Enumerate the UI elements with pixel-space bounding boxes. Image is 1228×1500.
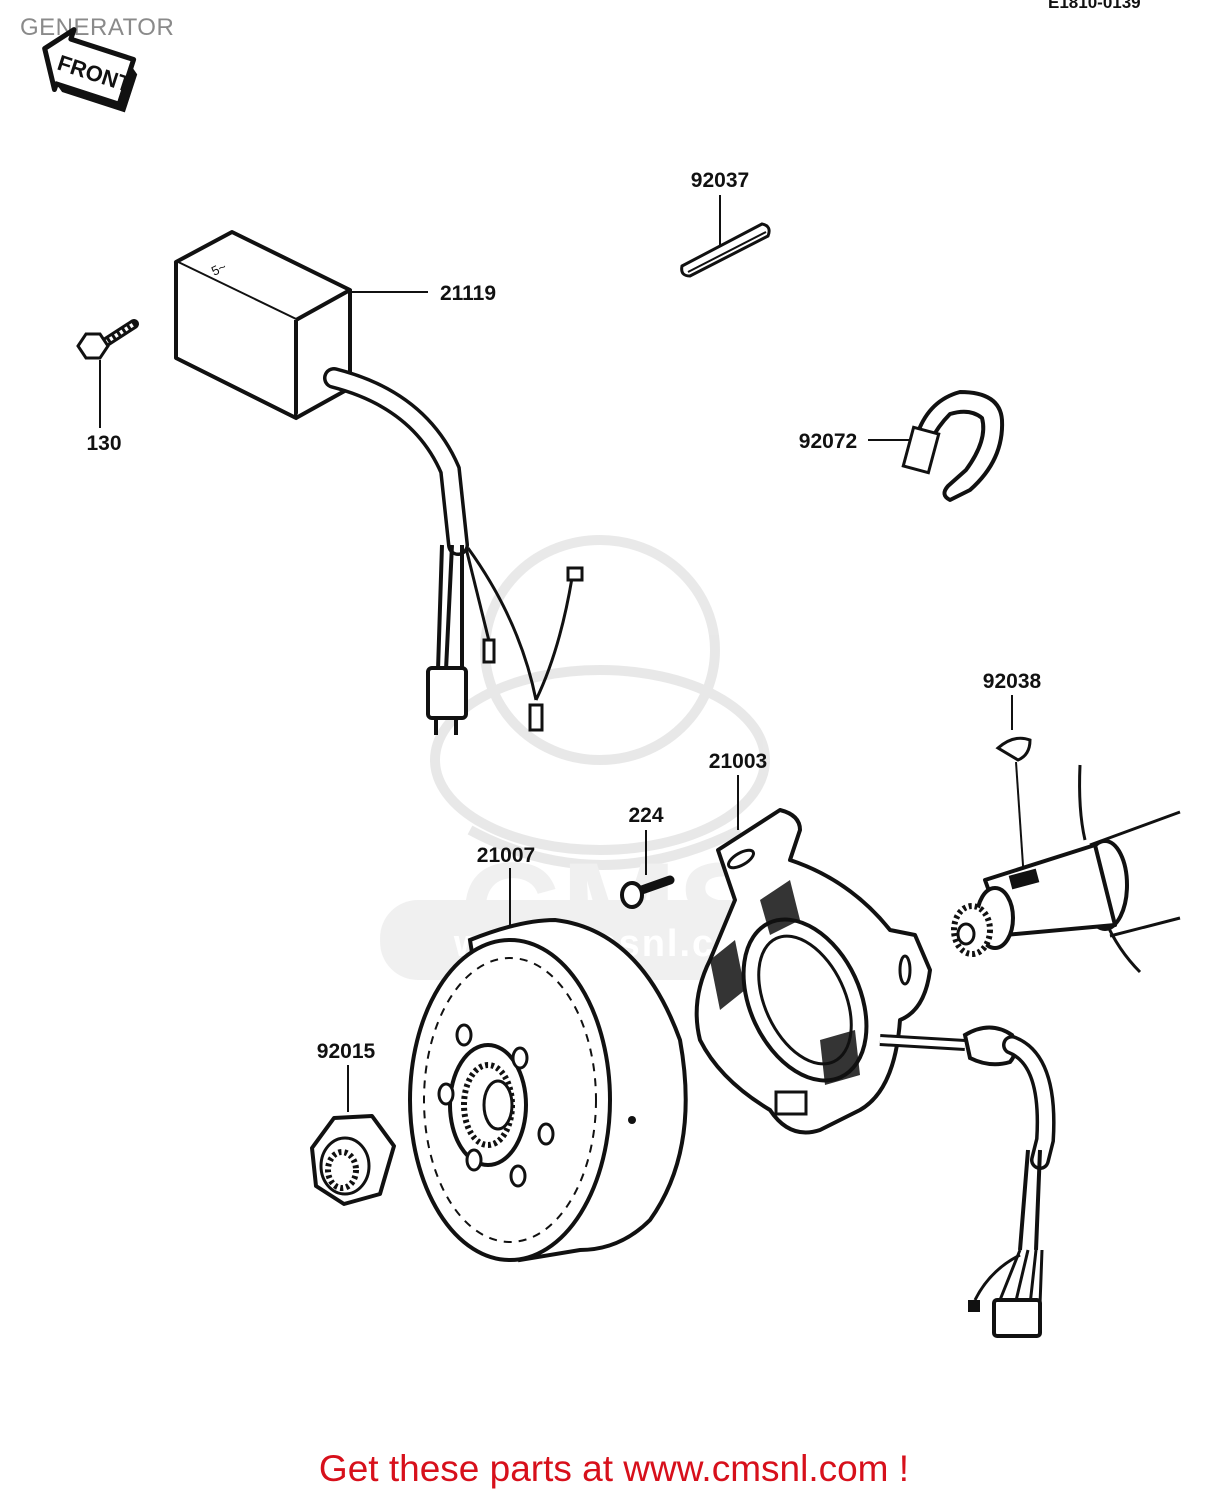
part-number-92037: 92037 — [691, 169, 749, 192]
diagram-reference-code: E1810-0139 — [1048, 0, 1141, 12]
part-92038-woodruff-key: 92038 — [983, 670, 1042, 881]
part-number-21119: 21119 — [440, 282, 496, 305]
part-number-224: 224 — [628, 804, 663, 827]
crankshaft-end — [951, 764, 1181, 974]
part-92015-nut: 92015 — [310, 1040, 396, 1206]
svg-text:5~: 5~ — [209, 259, 229, 279]
footer-link[interactable]: Get these parts at www.cmsnl.com ! — [318, 1448, 910, 1489]
part-92037-key: 92037 — [680, 169, 771, 278]
part-224-screw: 224 — [620, 804, 675, 909]
part-21003-stator: 21003 — [694, 750, 1056, 1338]
part-number-92038: 92038 — [983, 670, 1042, 693]
part-number-21003: 21003 — [709, 750, 767, 773]
page-title: GENERATOR — [20, 14, 175, 41]
part-number-92072: 92072 — [799, 430, 857, 453]
part-number-21007: 21007 — [477, 844, 535, 867]
part-21007-flywheel: 21007 — [408, 844, 688, 1263]
part-number-92015: 92015 — [317, 1040, 376, 1063]
part-21119-cdi-unit: 21119 5~ — [174, 230, 584, 735]
part-130-bolt: 130 — [76, 319, 139, 455]
part-number-130: 130 — [86, 432, 121, 455]
part-92072-clamp: 92072 — [799, 390, 1005, 502]
front-direction-arrow: FRONT — [42, 27, 138, 113]
